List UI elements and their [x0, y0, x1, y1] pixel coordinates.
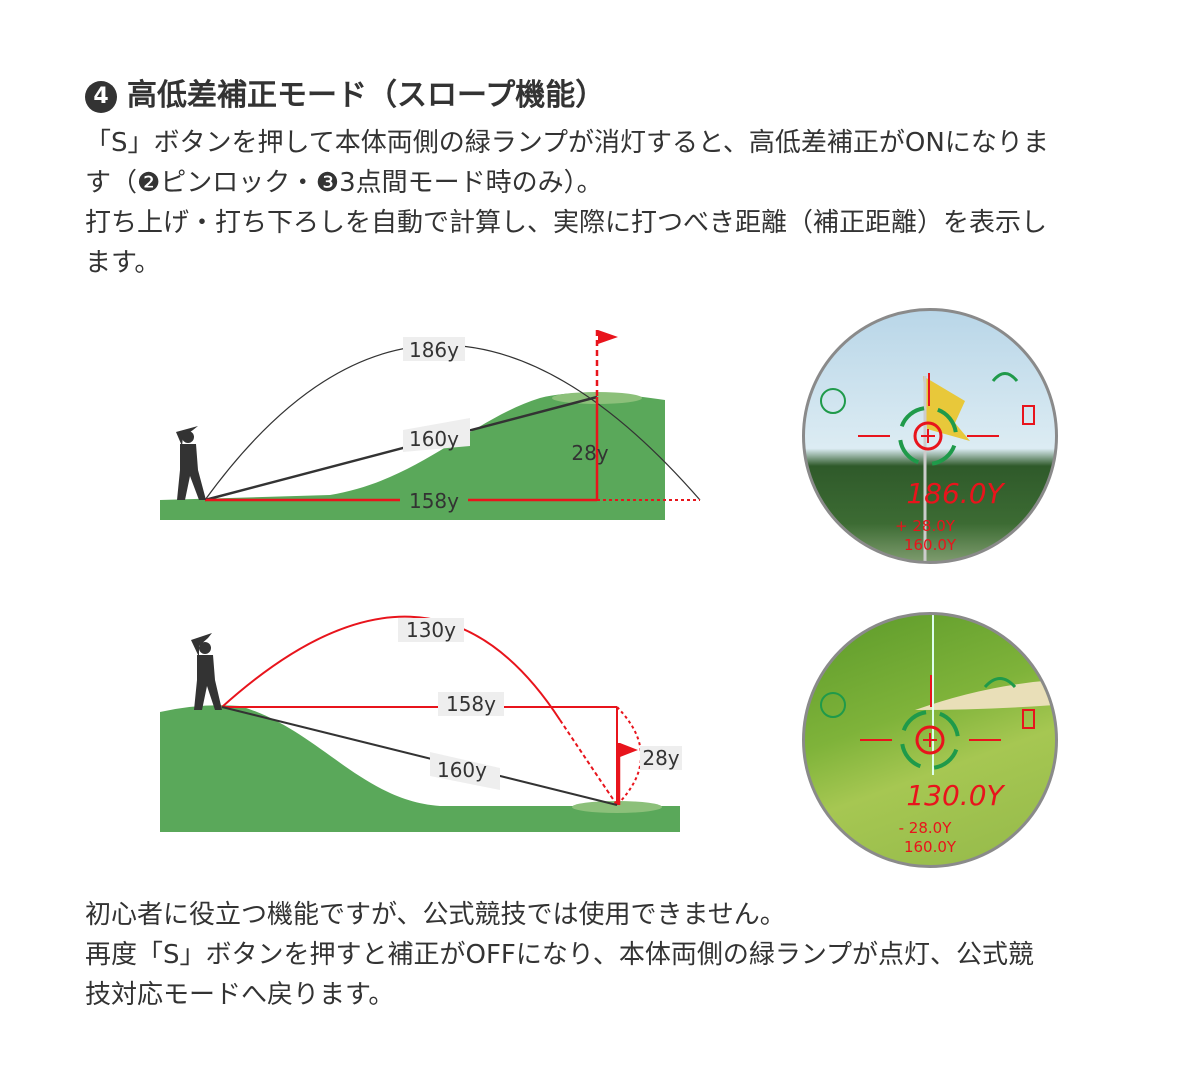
- intro-text: 「S」ボタンを押して本体両側の緑ランプが消灯すると、高低差補正がONになりま す…: [85, 123, 1049, 283]
- section-title: 4 高低差補正モード（スロープ機能）: [85, 70, 605, 114]
- distance-readout: 160.0Y: [904, 536, 957, 554]
- rangefinder-view-downhill: 130.0Y - 28.0Y 160.0Y: [802, 612, 1058, 868]
- arc-label: 130y: [406, 618, 456, 642]
- outro-line: 初心者に役立つ機能ですが、公式競技では使用できません。: [85, 900, 786, 930]
- arc-label: 186y: [409, 338, 459, 362]
- flag-icon: [598, 330, 618, 344]
- pin-mode-icon: [820, 388, 846, 414]
- intro-line: 「S」ボタンを押して本体両側の緑ランプが消灯すると、高低差補正がONになりま: [85, 128, 1049, 158]
- battery-icon: [1022, 405, 1035, 425]
- main-readout: 130.0Y: [906, 779, 1005, 812]
- intro-line: ます。: [85, 248, 161, 278]
- flat-label: 158y: [446, 692, 496, 716]
- height-label: 28y: [571, 441, 608, 465]
- line-label: 160y: [437, 758, 487, 782]
- intro-line: す（❷ピンロック・❸3点間モード時のみ）。: [85, 168, 603, 198]
- section-title-text: 高低差補正モード（スロープ機能）: [127, 78, 606, 113]
- uphill-ground: [160, 392, 665, 520]
- slope-icon: [991, 372, 1019, 382]
- height-label: 28y: [642, 746, 679, 770]
- bunker: [915, 680, 1055, 710]
- golfer-icon: [176, 426, 206, 500]
- flat-label: 158y: [409, 489, 459, 513]
- height-readout: + 28.0Y: [895, 517, 956, 535]
- line-label: 160y: [409, 427, 459, 451]
- line-distance: [221, 706, 618, 806]
- green-patch: [572, 801, 662, 813]
- downhill-ground: [160, 705, 680, 832]
- outer-reticle: [898, 406, 958, 466]
- battery-icon: [1022, 709, 1035, 729]
- shot-arc-dashed: [559, 719, 618, 806]
- shot-arc: [221, 615, 561, 721]
- distance-readout: 160.0Y: [904, 838, 957, 856]
- main-readout: 186.0Y: [906, 477, 1005, 510]
- pin-mode-icon: [820, 692, 846, 718]
- outro-line: 技対応モードへ戻ります。: [85, 980, 395, 1010]
- slope-icon: [983, 677, 1017, 689]
- flag-icon: [923, 376, 970, 441]
- outro-text: 初心者に役立つ機能ですが、公式競技では使用できません。 再度「S」ボタンを押すと…: [85, 895, 1034, 1015]
- line-distance: [204, 395, 598, 502]
- inner-reticle: [915, 725, 945, 755]
- rangefinder-view-uphill: 186.0Y + 28.0Y 160.0Y: [802, 308, 1058, 564]
- uphill-diagram: 186y 160y 158y 28y 130y 158y 160y 28y: [160, 330, 701, 832]
- inner-reticle: [913, 421, 943, 451]
- height-readout: - 28.0Y: [899, 819, 953, 837]
- flag-icon: [620, 743, 638, 757]
- intro-line: 打ち上げ・打ち下ろしを自動で計算し、実際に打つべき距離（補正距離）を表示し: [85, 208, 1048, 238]
- outro-line: 再度「S」ボタンを押すと補正がOFFになり、本体両側の緑ランプが点灯、公式競: [85, 940, 1035, 970]
- golfer-icon: [191, 633, 222, 710]
- section-number: 4: [85, 81, 117, 113]
